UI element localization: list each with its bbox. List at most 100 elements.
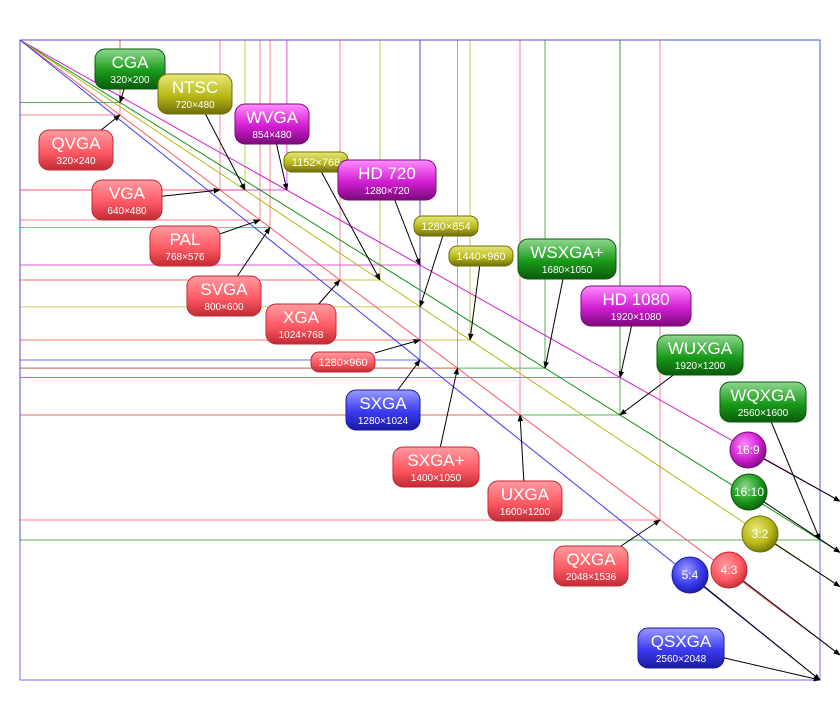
resolution-name: WVGA bbox=[246, 108, 299, 127]
resolution-name: NTSC bbox=[172, 78, 218, 97]
label-box bbox=[337, 159, 437, 201]
label-box bbox=[310, 351, 376, 373]
diag-r3x2 bbox=[19, 39, 840, 588]
label-box bbox=[94, 48, 166, 90]
arrow-r1280x854 bbox=[419, 235, 444, 308]
resolution-size: 2560×2048 bbox=[656, 654, 707, 665]
ratio-r16x10: 16:10 bbox=[730, 473, 768, 511]
arrow-r5x4 bbox=[703, 585, 821, 681]
resolution-size: 1280×720 bbox=[365, 186, 410, 197]
label-box bbox=[719, 381, 807, 423]
label-xga: XGA 1024×768 bbox=[265, 303, 337, 345]
resolution-name: SXGA+ bbox=[407, 451, 464, 470]
arrow-r1152 bbox=[320, 171, 381, 281]
ratio-label: 4:3 bbox=[721, 563, 738, 577]
resolution-name: QXGA bbox=[566, 550, 616, 569]
rect-qsxga bbox=[19, 39, 821, 681]
arrow-r16x10 bbox=[763, 501, 840, 553]
resolution-size: 640×480 bbox=[107, 206, 147, 217]
resolution-size: 320×240 bbox=[56, 156, 96, 167]
resolution-size: 1280×854 bbox=[421, 221, 470, 233]
resolution-size: 1440×960 bbox=[456, 251, 505, 263]
arrow-wsxgaplus bbox=[543, 278, 564, 369]
resolution-name: HD 720 bbox=[358, 164, 416, 183]
resolution-size: 1680×1050 bbox=[542, 265, 593, 276]
arrow-sxgaplus bbox=[439, 367, 459, 448]
arrow-r1280x960 bbox=[374, 339, 421, 354]
label-cga: CGA 320×200 bbox=[94, 48, 166, 90]
ratio-r4x3: 4:3 bbox=[710, 551, 748, 589]
resolution-size: 1920×1200 bbox=[675, 361, 726, 372]
arrow-wqxga bbox=[770, 421, 821, 541]
resolution-size: 2048×1536 bbox=[566, 572, 617, 583]
label-box bbox=[38, 129, 114, 171]
resolution-size: 1400×1050 bbox=[411, 473, 462, 484]
resolution-size: 1280×1024 bbox=[358, 416, 409, 427]
resolution-name: HD 1080 bbox=[602, 290, 669, 309]
label-box bbox=[186, 275, 262, 317]
label-box bbox=[580, 285, 692, 327]
resolution-name: WUXGA bbox=[668, 339, 733, 358]
resolution-name: XGA bbox=[283, 308, 320, 327]
label-box bbox=[345, 389, 421, 431]
arrow-wuxga bbox=[619, 374, 674, 416]
arrow-wvga bbox=[276, 143, 289, 191]
resolution-size: 1152×768 bbox=[292, 157, 340, 169]
resolution-name: CGA bbox=[112, 53, 150, 72]
arrow-qxga bbox=[620, 519, 661, 547]
arrow-xga bbox=[318, 279, 341, 305]
resolution-name: QSXGA bbox=[651, 632, 712, 651]
resolution-labels: CGA320×200QVGA320×240NTSC720×480WVGA854×… bbox=[38, 48, 807, 669]
label-box bbox=[149, 225, 221, 267]
ratio-r5x4: 5:4 bbox=[671, 556, 709, 594]
resolution-size: 854×480 bbox=[252, 130, 292, 141]
aspect-ratio-lines bbox=[19, 39, 840, 681]
label-wvga: WVGA 854×480 bbox=[234, 103, 310, 145]
ratio-badge bbox=[730, 473, 768, 511]
label-box bbox=[157, 73, 233, 115]
diag-r4x3 bbox=[19, 39, 840, 656]
resolution-name: WQXGA bbox=[730, 386, 796, 405]
arrow-r16x9 bbox=[763, 458, 840, 502]
resolution-name: UXGA bbox=[501, 485, 550, 504]
label-r1280x854: 1280×854 bbox=[413, 215, 479, 237]
arrow-ntsc bbox=[204, 113, 246, 191]
resolution-size: 1280×960 bbox=[318, 357, 367, 369]
ratio-badge bbox=[710, 551, 748, 589]
arrow-uxga bbox=[517, 414, 525, 482]
arrow-sxga bbox=[397, 359, 421, 391]
arrow-svga bbox=[237, 226, 271, 277]
label-qsxga: QSXGA 2560×2048 bbox=[637, 627, 725, 669]
resolution-size: 1600×1200 bbox=[500, 507, 551, 518]
label-box bbox=[413, 215, 479, 237]
arrow-cga bbox=[119, 88, 125, 104]
label-uxga: UXGA 1600×1200 bbox=[487, 480, 563, 522]
ratio-label: 16:9 bbox=[736, 443, 760, 457]
ratio-badge bbox=[671, 556, 709, 594]
label-qxga: QXGA 2048×1536 bbox=[553, 545, 629, 587]
diag-r16x10 bbox=[19, 39, 840, 553]
pointer-arrows bbox=[100, 88, 840, 682]
label-box bbox=[553, 545, 629, 587]
ratio-label: 3:2 bbox=[752, 527, 769, 541]
arrow-hd1080 bbox=[618, 325, 633, 379]
arrow-qsxga bbox=[723, 657, 821, 682]
label-box bbox=[234, 103, 310, 145]
ratio-r16x9: 16:9 bbox=[729, 431, 767, 469]
resolution-size: 320×200 bbox=[110, 75, 150, 86]
label-hd720: HD 720 1280×720 bbox=[337, 159, 437, 201]
label-r1440: 1440×960 bbox=[448, 245, 514, 267]
arrow-qvga bbox=[100, 114, 121, 131]
label-wuxga: WUXGA 1920×1200 bbox=[656, 334, 744, 376]
label-box bbox=[517, 238, 617, 280]
ratio-label: 5:4 bbox=[682, 568, 699, 582]
arrow-r3x2 bbox=[774, 543, 840, 588]
resolution-size: 1024×768 bbox=[279, 330, 324, 341]
arrow-hd720 bbox=[394, 199, 421, 266]
resolution-name: SVGA bbox=[200, 280, 248, 299]
